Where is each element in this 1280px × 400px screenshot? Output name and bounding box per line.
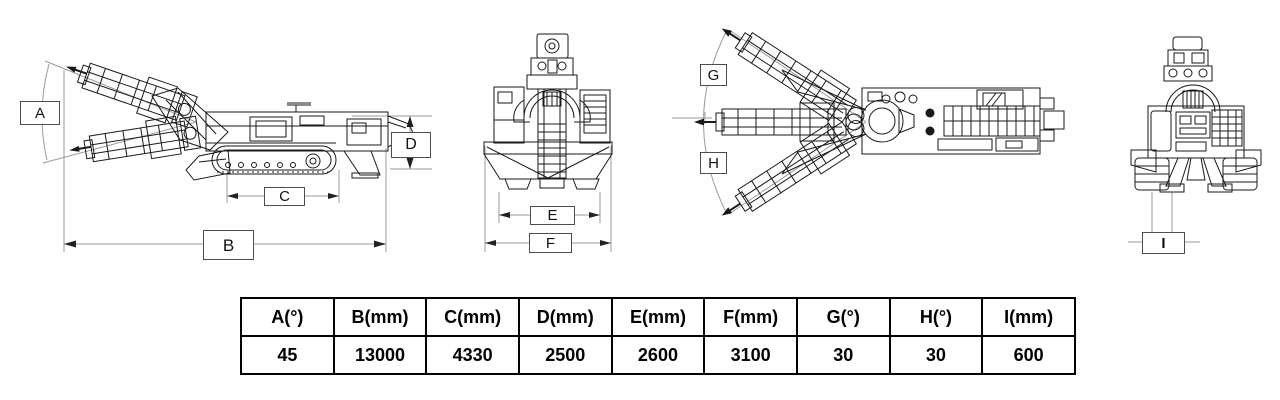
table-header-I: I(mm): [981, 297, 1076, 337]
top-view-drawing: [693, 11, 1065, 233]
dim-letter-H: H: [708, 154, 719, 172]
dim-label-I: I: [1142, 232, 1185, 254]
side-upper-boom: [65, 62, 198, 128]
rear-view-drawing: [1130, 36, 1262, 193]
dim-label-H: H: [700, 152, 727, 174]
table-value-D: 2500: [517, 335, 613, 375]
dim-label-B: B: [203, 230, 254, 260]
dim-letter-C: C: [279, 188, 290, 205]
table-header-B: B(mm): [332, 297, 428, 337]
table-value-row: 45 13000 4330 2500 2600 3100 30 30 600: [240, 335, 1076, 375]
dim-label-G: G: [700, 64, 727, 86]
dim-letter-I: I: [1161, 234, 1166, 252]
front-view-drawing: [483, 33, 613, 190]
table-value-E: 2600: [610, 335, 706, 375]
dimension-lines-rear: [1128, 192, 1200, 243]
side-lower-boom: [69, 115, 202, 163]
table-header-row: A(°) B(mm) C(mm) D(mm) E(mm) F(mm) G(°) …: [240, 297, 1076, 337]
dim-letter-A: A: [34, 104, 45, 122]
dim-letter-B: B: [222, 235, 235, 255]
dim-label-A: A: [20, 101, 60, 125]
table-value-H: 30: [888, 335, 984, 375]
dim-label-F: F: [529, 233, 572, 253]
table-value-C: 4330: [425, 335, 520, 375]
side-view-drawing: [65, 62, 414, 181]
table-header-A: A(°): [240, 297, 335, 337]
table-value-I: 600: [981, 335, 1076, 375]
dim-label-C: C: [264, 187, 305, 206]
table-header-E: E(mm): [610, 297, 706, 337]
dim-letter-E: E: [547, 207, 558, 224]
table-header-G: G(°): [795, 297, 891, 337]
dim-label-D: D: [391, 132, 431, 158]
table-value-F: 3100: [703, 335, 798, 375]
dimension-lines-front: [484, 146, 612, 252]
dim-label-E: E: [530, 206, 575, 225]
table-value-A: 45: [240, 335, 335, 375]
dimensions-table: A(°) B(mm) C(mm) D(mm) E(mm) F(mm) G(°) …: [240, 297, 1076, 375]
table-header-C: C(mm): [425, 297, 520, 337]
table-header-H: H(°): [888, 297, 984, 337]
dim-letter-F: F: [545, 234, 556, 252]
dim-letter-G: G: [707, 66, 720, 84]
table-header-D: D(mm): [517, 297, 613, 337]
dim-letter-D: D: [405, 136, 417, 153]
table-value-B: 13000: [332, 335, 428, 375]
table-header-F: F(mm): [703, 297, 798, 337]
table-value-G: 30: [795, 335, 891, 375]
